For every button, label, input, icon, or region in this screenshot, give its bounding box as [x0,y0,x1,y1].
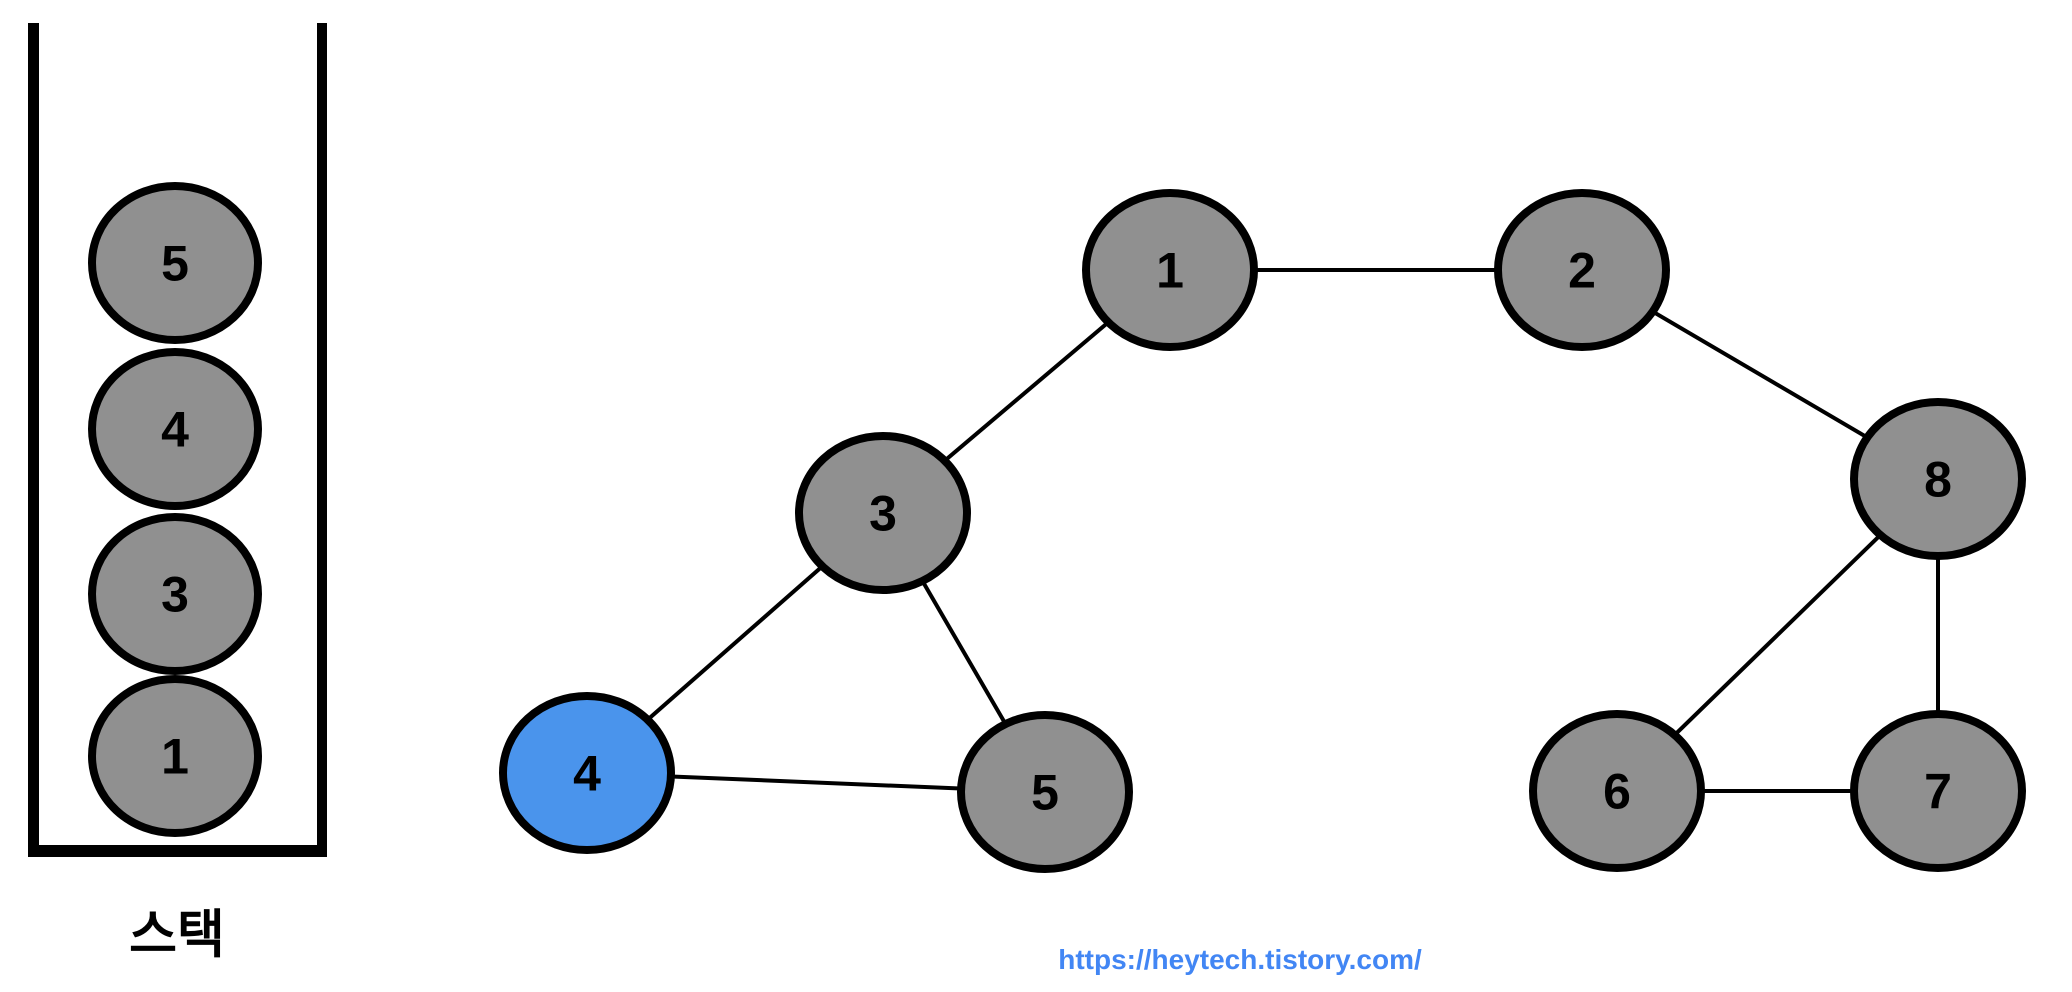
stack-item-5: 5 [88,182,262,344]
graph-node-value: 5 [1031,765,1059,821]
graph-node-circle [795,432,971,594]
graph-node-value: 7 [1924,764,1952,820]
graph-node-value: 2 [1568,243,1596,299]
graph-node-1: 1 [1082,189,1258,351]
stack-item-value: 4 [161,402,189,458]
stack-item-circle [88,513,262,675]
graph-node-circle [1494,189,1670,351]
graph-node-6: 6 [1529,710,1705,872]
graph-node-value: 8 [1924,452,1952,508]
graph-node-value: 6 [1603,764,1631,820]
graph-node-value: 3 [869,486,897,542]
stack-item-3: 3 [88,513,262,675]
stack-item-circle [88,182,262,344]
graph-node-2: 2 [1494,189,1670,351]
graph-node-3: 3 [795,432,971,594]
stack-item-4: 4 [88,348,262,510]
stack-item-1: 1 [88,675,262,837]
graph-node-circle [499,692,675,854]
graph-node-circle [1529,710,1705,872]
stack-right-wall [317,23,327,857]
stack-item-value: 5 [161,236,189,292]
graph-node-5: 5 [957,711,1133,873]
stack-item-circle [88,348,262,510]
graph-node-circle [1850,398,2026,560]
site-url: https://heytech.tistory.com/ [1058,944,1422,975]
graph-node-circle [1850,710,2026,872]
stack-label: 스택 [129,906,225,965]
graph-node-circle [1082,189,1258,351]
graph-node-circle [957,711,1133,873]
graph-node-value: 1 [1156,243,1184,299]
stack-left-wall [28,23,39,857]
stack-bottom-wall [28,845,327,857]
graph-node-8: 8 [1850,398,2026,560]
stack-item-value: 3 [161,567,189,623]
graph-node-7: 7 [1850,710,2026,872]
stack-item-value: 1 [161,729,189,785]
graph-node-value: 4 [573,746,601,802]
stack-item-circle [88,675,262,837]
graph-node-4: 4 [499,692,675,854]
